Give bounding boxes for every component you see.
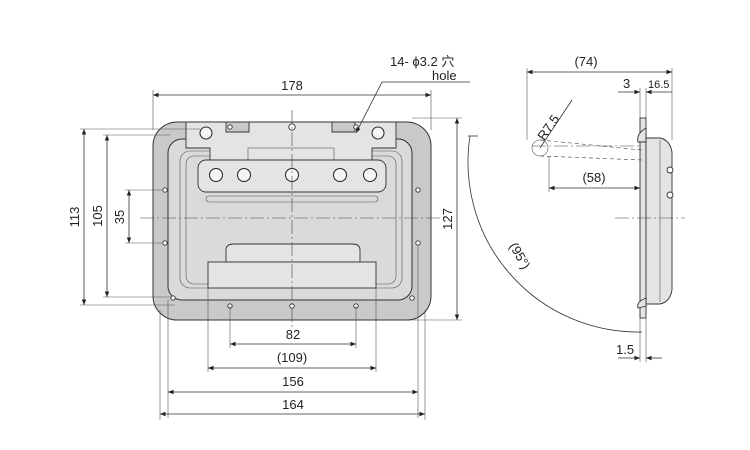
- mount-hole: [199, 126, 213, 140]
- mount-hole: [415, 187, 421, 193]
- side-body: [645, 137, 673, 305]
- pivot-hole: [363, 168, 377, 182]
- swing-arc: [467, 135, 643, 333]
- radius-leader: [539, 99, 573, 149]
- hole-leader: [355, 81, 383, 134]
- dim-16-5: 16.5: [648, 79, 669, 91]
- dim-113: 113: [67, 207, 82, 228]
- mount-hole: [170, 295, 176, 301]
- side-view: (74) 3 16.5 R7.5 (58) (95°) 1.5: [467, 54, 685, 362]
- mount-hole: [227, 124, 233, 130]
- hole-note-en: hole: [432, 68, 457, 83]
- dim-1-5: 1.5: [616, 342, 634, 357]
- dim-164: 164: [282, 397, 304, 412]
- side-bump: [637, 127, 647, 143]
- side-bump: [637, 297, 647, 309]
- dim-95: (95°): [506, 240, 533, 272]
- dim-109: (109): [277, 350, 307, 365]
- mount-hole: [371, 126, 385, 140]
- dim-156: 156: [282, 374, 304, 389]
- hole-note: 14- ϕ3.2 穴: [390, 54, 454, 69]
- handle-swing-top: [539, 139, 643, 151]
- pivot-hole: [237, 168, 251, 182]
- mount-hole: [353, 124, 359, 130]
- dim-74: (74): [574, 54, 597, 69]
- mount-hole: [162, 187, 168, 193]
- mount-hole: [162, 240, 168, 246]
- dim-r7-5: R7.5: [534, 112, 562, 143]
- front-view: 178 14- ϕ3.2 穴 hole 113 105 35 127 82 (1…: [67, 54, 470, 420]
- side-rivet: [666, 166, 674, 174]
- pivot-hole: [333, 168, 347, 182]
- dim-178: 178: [281, 78, 303, 93]
- dim-82: 82: [286, 327, 300, 342]
- pivot-hole: [209, 168, 223, 182]
- mount-hole: [415, 240, 421, 246]
- handle-grip: [225, 243, 361, 263]
- dim-105: 105: [90, 205, 105, 227]
- dim-35: 35: [112, 210, 127, 224]
- side-rivet: [666, 191, 674, 199]
- dim-58: (58): [582, 170, 605, 185]
- dim-3: 3: [623, 76, 630, 91]
- mount-hole: [409, 295, 415, 301]
- handle-swing-bottom: [539, 155, 643, 161]
- dim-127: 127: [440, 208, 455, 230]
